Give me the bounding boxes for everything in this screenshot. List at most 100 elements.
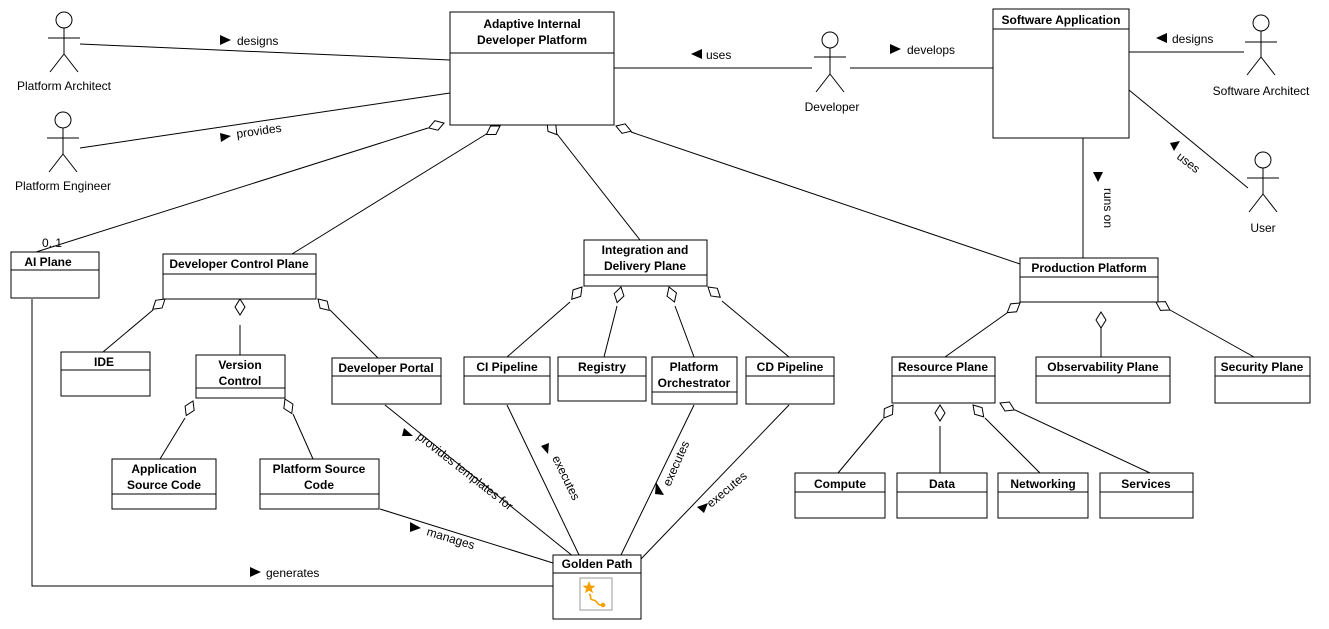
golden-path-icon [579, 577, 613, 611]
class-data[interactable]: Data [896, 472, 988, 519]
actor-platform-architect[interactable]: Platform Architect [17, 11, 112, 93]
class-integration-delivery-plane[interactable]: Integration and Delivery Plane [583, 239, 708, 287]
edge-prod-resource [944, 312, 1008, 358]
arrow-manages [410, 522, 421, 532]
class-ide[interactable]: IDE [60, 351, 151, 397]
diamond-prod-resource [1006, 302, 1021, 314]
label-generates: generates [266, 566, 319, 580]
class-registry[interactable]: Registry [557, 356, 647, 402]
edge-platsrc-golden [379, 508, 554, 564]
actor-developer-label: Developer [805, 100, 860, 114]
arrow-uses-dev [691, 49, 702, 59]
class-aidp-title-1: Adaptive Internal [483, 17, 580, 31]
class-services[interactable]: Services [1099, 472, 1194, 519]
class-portal-box [331, 357, 442, 405]
diamond-dcp-vc [234, 298, 246, 316]
class-vc-title-1: Version [218, 358, 261, 372]
class-ci-box [463, 356, 551, 405]
edge-res-services [1014, 409, 1151, 474]
class-ide-title: IDE [94, 355, 114, 369]
edge-aidp-production [630, 131, 1021, 265]
class-observability-plane[interactable]: Observability Plane [1035, 356, 1171, 404]
class-resource-box [891, 356, 996, 404]
diamond-idp-registry [613, 286, 625, 304]
class-portal-title: Developer Portal [338, 361, 433, 375]
label-uses-dev: uses [706, 48, 731, 62]
class-security-plane[interactable]: Security Plane [1214, 356, 1311, 404]
class-developer-control-plane[interactable]: Developer Control Plane [162, 253, 317, 300]
class-software-app-title: Software Application [1002, 13, 1121, 27]
diamond-dcp-ide [152, 298, 166, 310]
class-platsrc-title-1: Platform Source [273, 462, 366, 476]
edge-vc-appsrc [159, 417, 186, 460]
label-designs-right: designs [1172, 32, 1213, 46]
class-networking-box [997, 472, 1089, 519]
class-vc-box [195, 354, 286, 399]
diamond-aidp-prod [615, 123, 633, 134]
diamond-prod-observability [1095, 311, 1107, 329]
class-observability-box [1035, 356, 1171, 404]
class-adaptive-internal-developer-platform[interactable]: Adaptive Internal Developer Platform [449, 11, 615, 126]
actor-platform-engineer[interactable]: Platform Engineer [15, 111, 111, 193]
class-platsrc-title-2: Code [304, 478, 334, 492]
class-aidp-box [449, 11, 615, 126]
actor-platform-engineer-label: Platform Engineer [15, 179, 111, 193]
class-version-control[interactable]: Version Control [195, 354, 286, 399]
diamond-idp-cd [707, 286, 721, 298]
edge-idp-ci [506, 301, 571, 358]
class-ide-box [60, 351, 151, 397]
class-platform-source-code[interactable]: Platform Source Code [259, 458, 380, 510]
actor-user-label: User [1250, 221, 1275, 235]
actor-developer[interactable]: Developer [805, 31, 860, 114]
arrow-provides [220, 133, 231, 142]
class-platsrc-box [259, 458, 380, 510]
arrow-designs-right [1156, 33, 1167, 43]
class-services-title: Services [1121, 477, 1171, 491]
diamond-idp-orch [666, 286, 677, 303]
class-cd-pipeline[interactable]: CD Pipeline [745, 356, 835, 405]
class-networking-title: Networking [1010, 477, 1075, 491]
edge-orch-golden [619, 404, 695, 558]
diamond-prod-security [1155, 301, 1171, 311]
class-developer-portal[interactable]: Developer Portal [331, 357, 442, 405]
class-dcp-title: Developer Control Plane [169, 257, 309, 271]
class-resource-plane[interactable]: Resource Plane [891, 356, 996, 404]
arrow-executes-ci [541, 443, 549, 454]
class-golden-path[interactable]: Golden Path [552, 554, 642, 620]
class-compute[interactable]: Compute [794, 472, 886, 519]
class-production-platform[interactable]: Production Platform [1019, 257, 1159, 303]
arrow-uses-user [1170, 141, 1180, 151]
class-networking[interactable]: Networking [997, 472, 1089, 519]
class-software-application[interactable]: Software Application [992, 8, 1130, 139]
edge-dcp-portal [329, 309, 379, 359]
label-manages: manages [425, 524, 476, 552]
diamond-vc-appsrc [184, 400, 195, 417]
edge-ci-golden [506, 404, 581, 558]
edge-idp-cd [721, 300, 790, 358]
edge-aidp-integration [556, 133, 641, 241]
class-application-source-code[interactable]: Application Source Code [111, 458, 217, 510]
diamond-vc-platsrc [283, 398, 294, 415]
class-ci-title: CI Pipeline [476, 360, 538, 374]
actor-user[interactable]: User [1247, 151, 1279, 235]
class-ai-plane-title: AI Plane [24, 255, 72, 269]
edge-aidp-ai-plane [35, 127, 429, 253]
class-ci-pipeline[interactable]: CI Pipeline [463, 356, 551, 405]
class-ai-plane[interactable]: AI Plane [10, 251, 100, 299]
actor-platform-architect-label: Platform Architect [17, 79, 112, 93]
class-idp-title-2: Delivery Plane [604, 259, 686, 273]
edge-portal-golden [384, 404, 575, 558]
arrow-designs-left [220, 35, 231, 45]
actor-software-architect[interactable]: Software Architect [1213, 14, 1310, 98]
class-platform-orchestrator[interactable]: Platform Orchestrator [651, 356, 738, 405]
class-security-box [1214, 356, 1311, 404]
diamond-res-data [934, 404, 946, 422]
aggregation-diamonds [152, 120, 1171, 422]
label-designs-left: designs [237, 34, 278, 48]
class-data-title: Data [929, 477, 955, 491]
class-idp-title-1: Integration and [602, 243, 689, 257]
arrow-develops [890, 44, 901, 54]
class-software-app-box [992, 8, 1130, 139]
class-prod-box [1019, 257, 1159, 303]
